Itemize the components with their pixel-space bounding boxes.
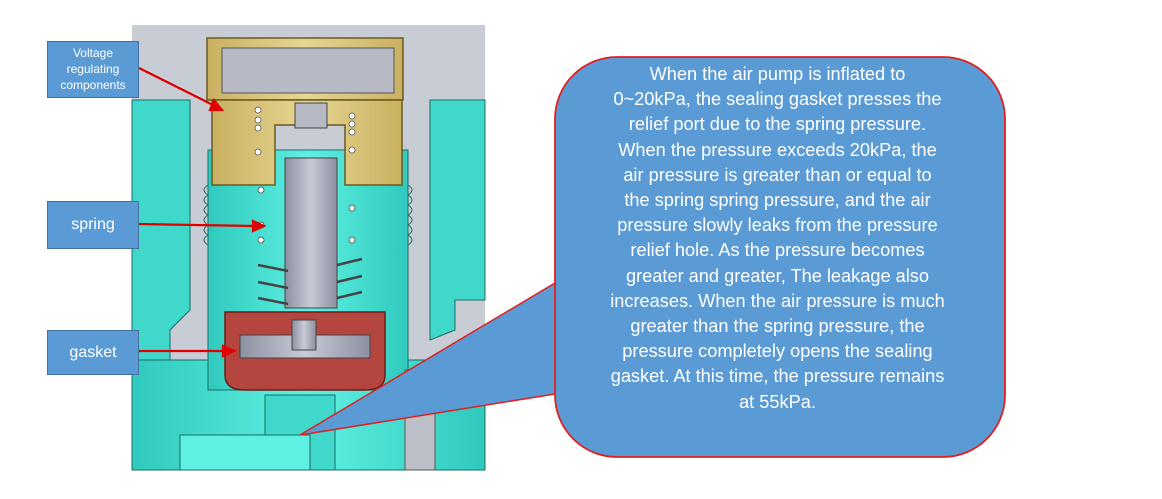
- callout-line: increases. When the air pressure is much: [610, 290, 945, 311]
- valve-body-right: [429, 99, 486, 341]
- lower-port: [179, 434, 311, 471]
- label-voltage-regulating: Voltage regulating components: [47, 41, 139, 98]
- thread-ridges: [203, 184, 413, 246]
- callout-line: relief port due to the spring pressure.: [628, 114, 927, 135]
- callout-line: 0~20kPa, the sealing gasket presses the: [613, 89, 942, 110]
- callout-line: greater and greater, The leakage also: [626, 265, 929, 286]
- valve-stem: [284, 157, 338, 309]
- callout-text: When the air pump is inflated to 0~20kPa…: [575, 62, 980, 415]
- callout-line: pressure completely opens the sealing: [622, 341, 933, 362]
- cap-inner: [221, 47, 395, 94]
- callout-line: When the air pump is inflated to: [649, 64, 906, 84]
- spring-coils: [257, 257, 363, 306]
- callout-line: at 55kPa.: [739, 391, 816, 412]
- callout-line: pressure slowly leaks from the pressure: [617, 215, 938, 236]
- stem-top: [294, 102, 328, 129]
- label-gasket: gasket: [47, 330, 139, 375]
- callout-line: gasket. At this time, the pressure remai…: [610, 366, 945, 387]
- nut-holes: [254, 106, 356, 156]
- piston-pin: [291, 319, 317, 351]
- callout-line: greater than the spring pressure, the: [630, 316, 925, 337]
- callout-arrows: [136, 67, 267, 358]
- callout-line: relief hole. As the pressure becomes: [630, 240, 925, 261]
- label-spring: spring: [47, 201, 139, 249]
- callout-bubble: [554, 56, 1006, 458]
- callout-line: air pressure is greater than or equal to: [623, 164, 932, 185]
- callout-line: When the pressure exceeds 20kPa, the: [618, 139, 937, 160]
- callout-line: the spring spring pressure, and the air: [624, 190, 931, 211]
